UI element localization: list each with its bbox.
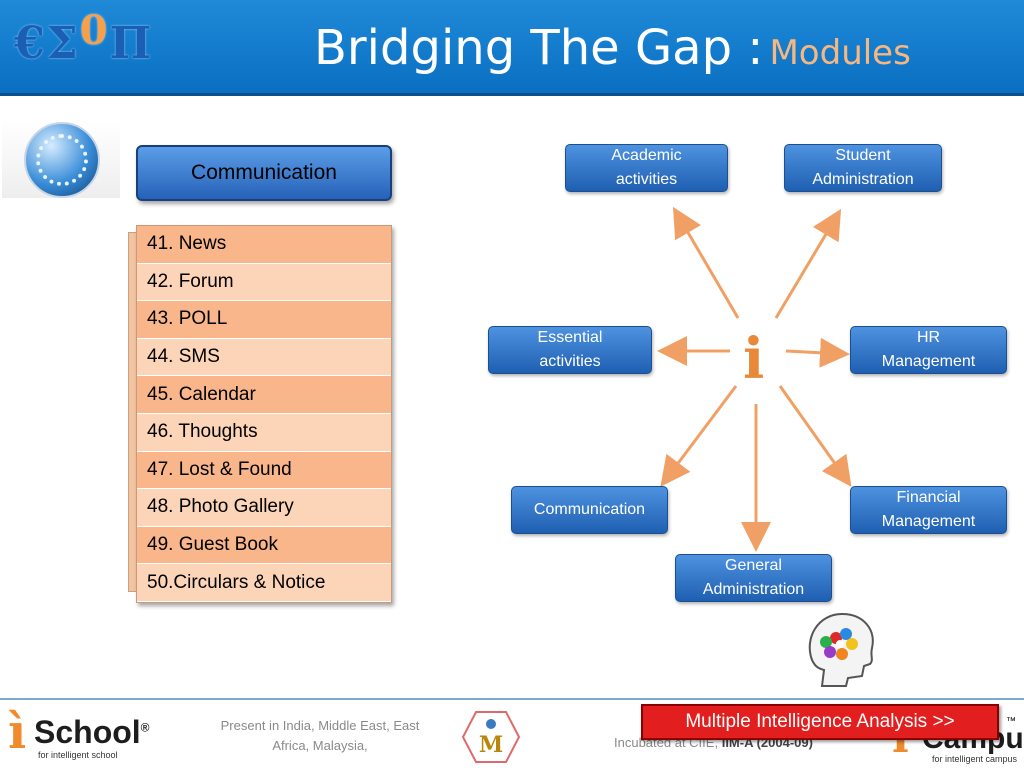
colorful-brain-icon: [808, 612, 874, 687]
module-item[interactable]: 42. Forum: [137, 263, 391, 302]
page-title: Bridging The Gap :Modules: [314, 20, 911, 76]
module-item[interactable]: 47. Lost & Found: [137, 451, 391, 490]
brand-logo: €Σ0Π: [14, 7, 154, 69]
header-bar: €Σ0Π Bridging The Gap :Modules: [0, 0, 1024, 96]
module-item[interactable]: 43. POLL: [137, 301, 391, 339]
presence-text: Present in India, Middle East, East Afri…: [220, 718, 420, 753]
arrow-to-financial: [778, 385, 852, 487]
arrow-to-academic: [672, 206, 740, 319]
module-item[interactable]: 50.Circulars & Notice: [137, 564, 391, 602]
center-i-logo: i: [743, 326, 765, 392]
module-item[interactable]: 46. Thoughts: [137, 413, 391, 452]
page-title-sub: Modules: [769, 33, 911, 73]
footer-divider: [0, 698, 1024, 700]
arrow-to-student: [774, 208, 842, 319]
people-globe-icon: [2, 120, 120, 230]
ischool-i-icon: ì: [8, 704, 27, 760]
module-item[interactable]: 45. Calendar: [137, 376, 391, 414]
logo-pi: Π: [109, 18, 154, 69]
arrow-to-communication: [660, 385, 738, 487]
module-item[interactable]: 49. Guest Book: [137, 526, 391, 565]
arrow-to-hr: [785, 337, 850, 368]
module-item[interactable]: 48. Photo Gallery: [137, 489, 391, 527]
page-title-main: Bridging The Gap :: [314, 20, 764, 76]
multiple-intelligence-analysis-button[interactable]: Multiple Intelligence Analysis >>: [641, 704, 999, 740]
m-emblem-logo: M: [462, 711, 520, 763]
node-communication[interactable]: Communication: [511, 486, 668, 534]
communication-header-button[interactable]: Communication: [136, 145, 392, 201]
logo-bulb-zero: 0: [79, 7, 110, 54]
logo-text: €Σ: [14, 18, 80, 69]
svg-text:M: M: [479, 732, 503, 758]
module-item[interactable]: 41. News: [137, 226, 391, 264]
module-item[interactable]: 44. SMS: [137, 338, 391, 377]
